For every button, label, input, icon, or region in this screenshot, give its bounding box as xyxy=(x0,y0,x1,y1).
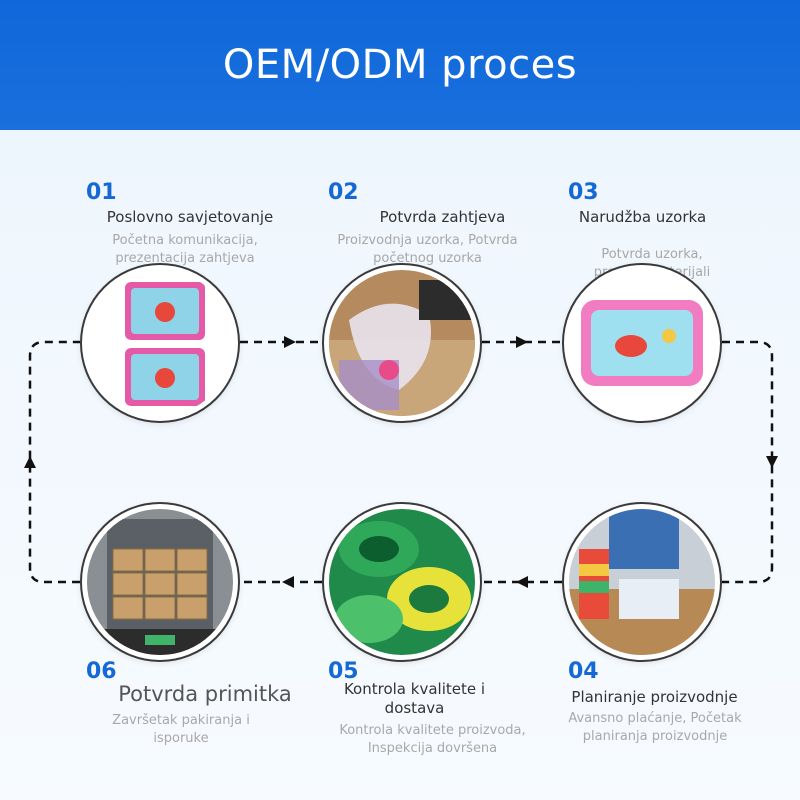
step-04-number: 04 xyxy=(568,659,599,684)
truck-photo xyxy=(87,509,233,655)
inflatable-rings-photo xyxy=(329,509,475,655)
step-06-number: 06 xyxy=(86,659,117,684)
arrow-up-left xyxy=(24,456,36,468)
connector-6-1 xyxy=(28,340,80,584)
page-title: OEM/ODM proces xyxy=(222,42,578,88)
workers-photo xyxy=(329,270,475,416)
connector-3-4 xyxy=(722,340,774,584)
arrow-down-right xyxy=(766,456,778,468)
step-02-image xyxy=(322,263,482,423)
step-04-image xyxy=(562,502,722,662)
crab-icon xyxy=(615,335,647,357)
content-background xyxy=(0,130,800,800)
arrow-left-1 xyxy=(516,576,528,588)
step-01-number: 01 xyxy=(86,180,117,205)
step-03-title: Narudžba uzorka xyxy=(578,208,707,226)
step-01-title: Poslovno savjetovanje xyxy=(106,208,274,226)
crab-icon xyxy=(155,302,175,322)
water-mat-photo xyxy=(569,270,715,416)
step-05-title: Kontrola kvalitete i dostava xyxy=(343,680,486,717)
step-03-image xyxy=(562,263,722,423)
step-06-image xyxy=(80,502,240,662)
arrow-right-2 xyxy=(516,336,528,348)
step-05-number: 05 xyxy=(328,659,359,684)
arrow-right-1 xyxy=(284,336,296,348)
step-06-description: Završetak pakiranja i isporuke xyxy=(112,713,250,746)
production-photo xyxy=(569,509,715,655)
step-04-title: Planiranje proizvodnje xyxy=(571,688,738,706)
step-06-title: Potvrda primitka xyxy=(118,682,292,706)
step-05-description: Kontrola kvalitete proizvoda, Inspekcija… xyxy=(339,723,526,756)
step-02-title: Potvrda zahtjeva xyxy=(379,208,506,226)
step-02-description: Proizvodnja uzorka, Potvrda početnog uzo… xyxy=(337,233,518,266)
arrow-left-2 xyxy=(282,576,294,588)
play-mats-photo xyxy=(87,270,233,416)
header-banner: OEM/ODM proces xyxy=(0,0,800,130)
step-03-number: 03 xyxy=(568,180,599,205)
step-01-image xyxy=(80,263,240,423)
step-02-number: 02 xyxy=(328,180,359,205)
step-01-description: Početna komunikacija, prezentacija zahtj… xyxy=(112,233,258,266)
step-05-image xyxy=(322,502,482,662)
step-04-description: Avansno plaćanje, Početak planiranja pro… xyxy=(568,711,742,744)
